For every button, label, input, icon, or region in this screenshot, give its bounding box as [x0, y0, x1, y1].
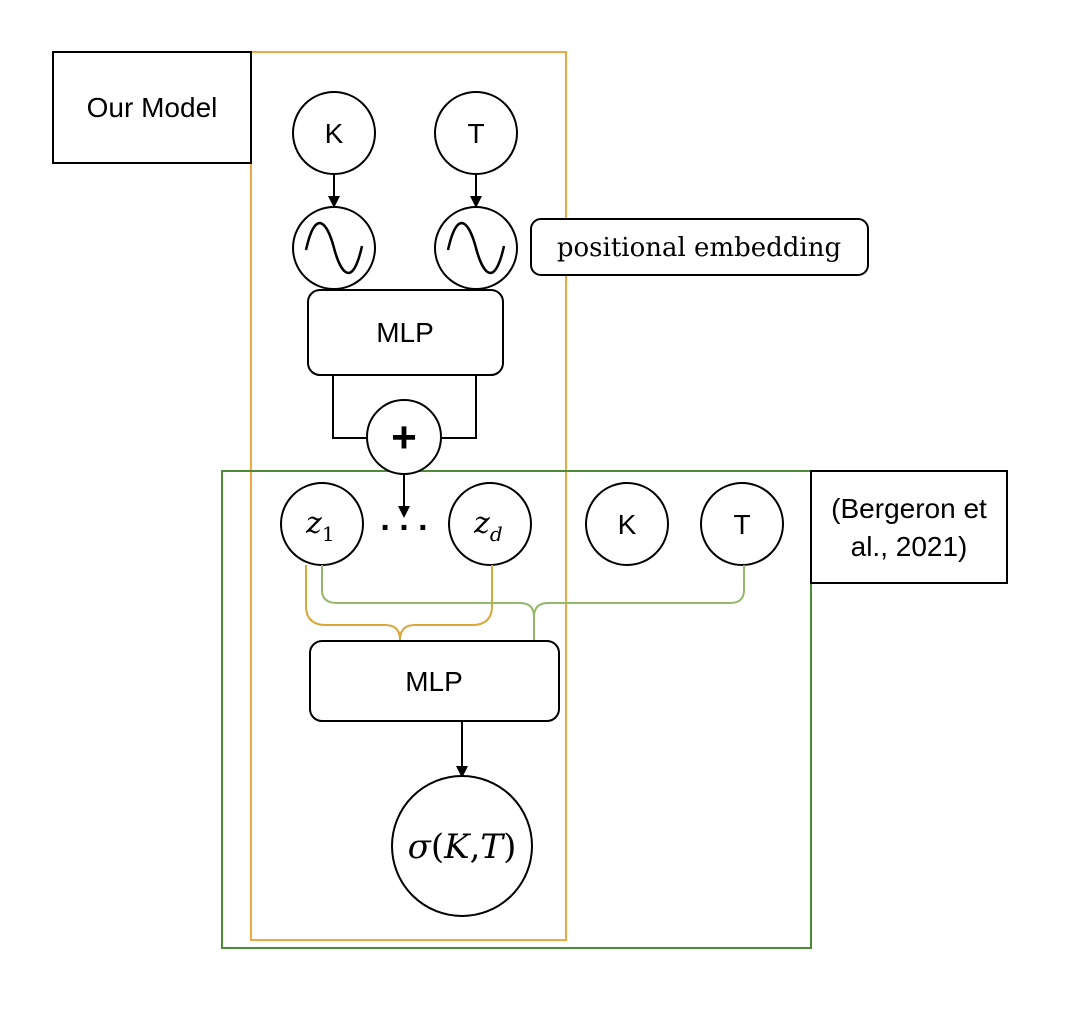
bergeron-t-label: T [733, 509, 750, 540]
bergeron-k-label: K [618, 509, 637, 540]
latent-zd-node [448, 482, 532, 566]
output-label: σ(K,T) [408, 827, 517, 867]
plus-symbol: + [391, 413, 417, 462]
output-node [391, 775, 533, 917]
bergeron-label-line1: (Bergeron et [831, 493, 987, 524]
bergeron-label-line2: al., 2021) [851, 531, 968, 562]
positional-embedding-box [530, 218, 869, 276]
input-t-label: T [467, 118, 484, 149]
our-model-frame [250, 51, 567, 941]
mlp-bottom-box [309, 640, 560, 722]
mlp-to-plus-right [442, 375, 477, 439]
sine-wave-icon [304, 221, 364, 275]
input-k-label: K [325, 118, 344, 149]
sine-wave-icon [446, 221, 506, 275]
latent-z1-label: z1 [305, 506, 335, 546]
latent-zd-label: zd [473, 506, 503, 546]
bergeron-t-node [700, 482, 784, 566]
mlp-top-box [307, 289, 504, 376]
our-model-label-box [52, 51, 252, 164]
mlp-bottom-label: MLP [405, 666, 463, 697]
mlp-top-label: MLP [376, 317, 434, 348]
positional-embedding-label: positional embedding [557, 233, 841, 263]
mlp-to-plus-left [332, 375, 367, 439]
our-model-label: Our Model [87, 92, 218, 123]
bergeron-k-node [585, 482, 669, 566]
bergeron-frame [221, 470, 812, 949]
bergeron-label-box [810, 470, 1008, 584]
latent-ellipsis: . . . [380, 500, 427, 538]
bergeron-brace [321, 565, 745, 640]
